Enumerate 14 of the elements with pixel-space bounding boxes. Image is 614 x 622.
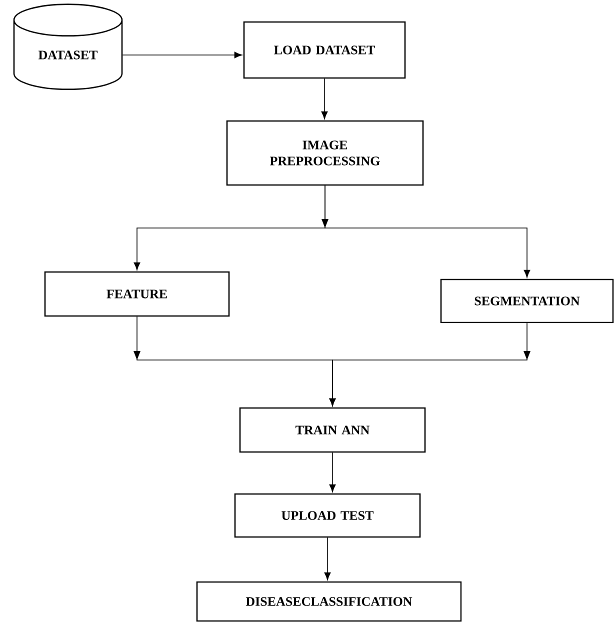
arrow [324, 537, 331, 580]
process-box: UPLOAD TEST [234, 493, 421, 538]
arrow [324, 185, 530, 278]
process-box: DISEASECLASSIFICATION [196, 581, 462, 622]
process-box: TRAIN ANN [239, 407, 426, 453]
arrow [122, 52, 242, 58]
process-box: FEATURE [44, 271, 230, 317]
arrow [329, 452, 336, 492]
process-box: LOAD DATASET [243, 21, 406, 79]
database-cylinder: DATASET [13, 4, 123, 90]
process-box: SEGMENTATION [440, 278, 614, 324]
arrow [321, 78, 328, 120]
arrow [329, 322, 530, 406]
process-box: IMAGE PREPROCESSING [226, 120, 424, 186]
